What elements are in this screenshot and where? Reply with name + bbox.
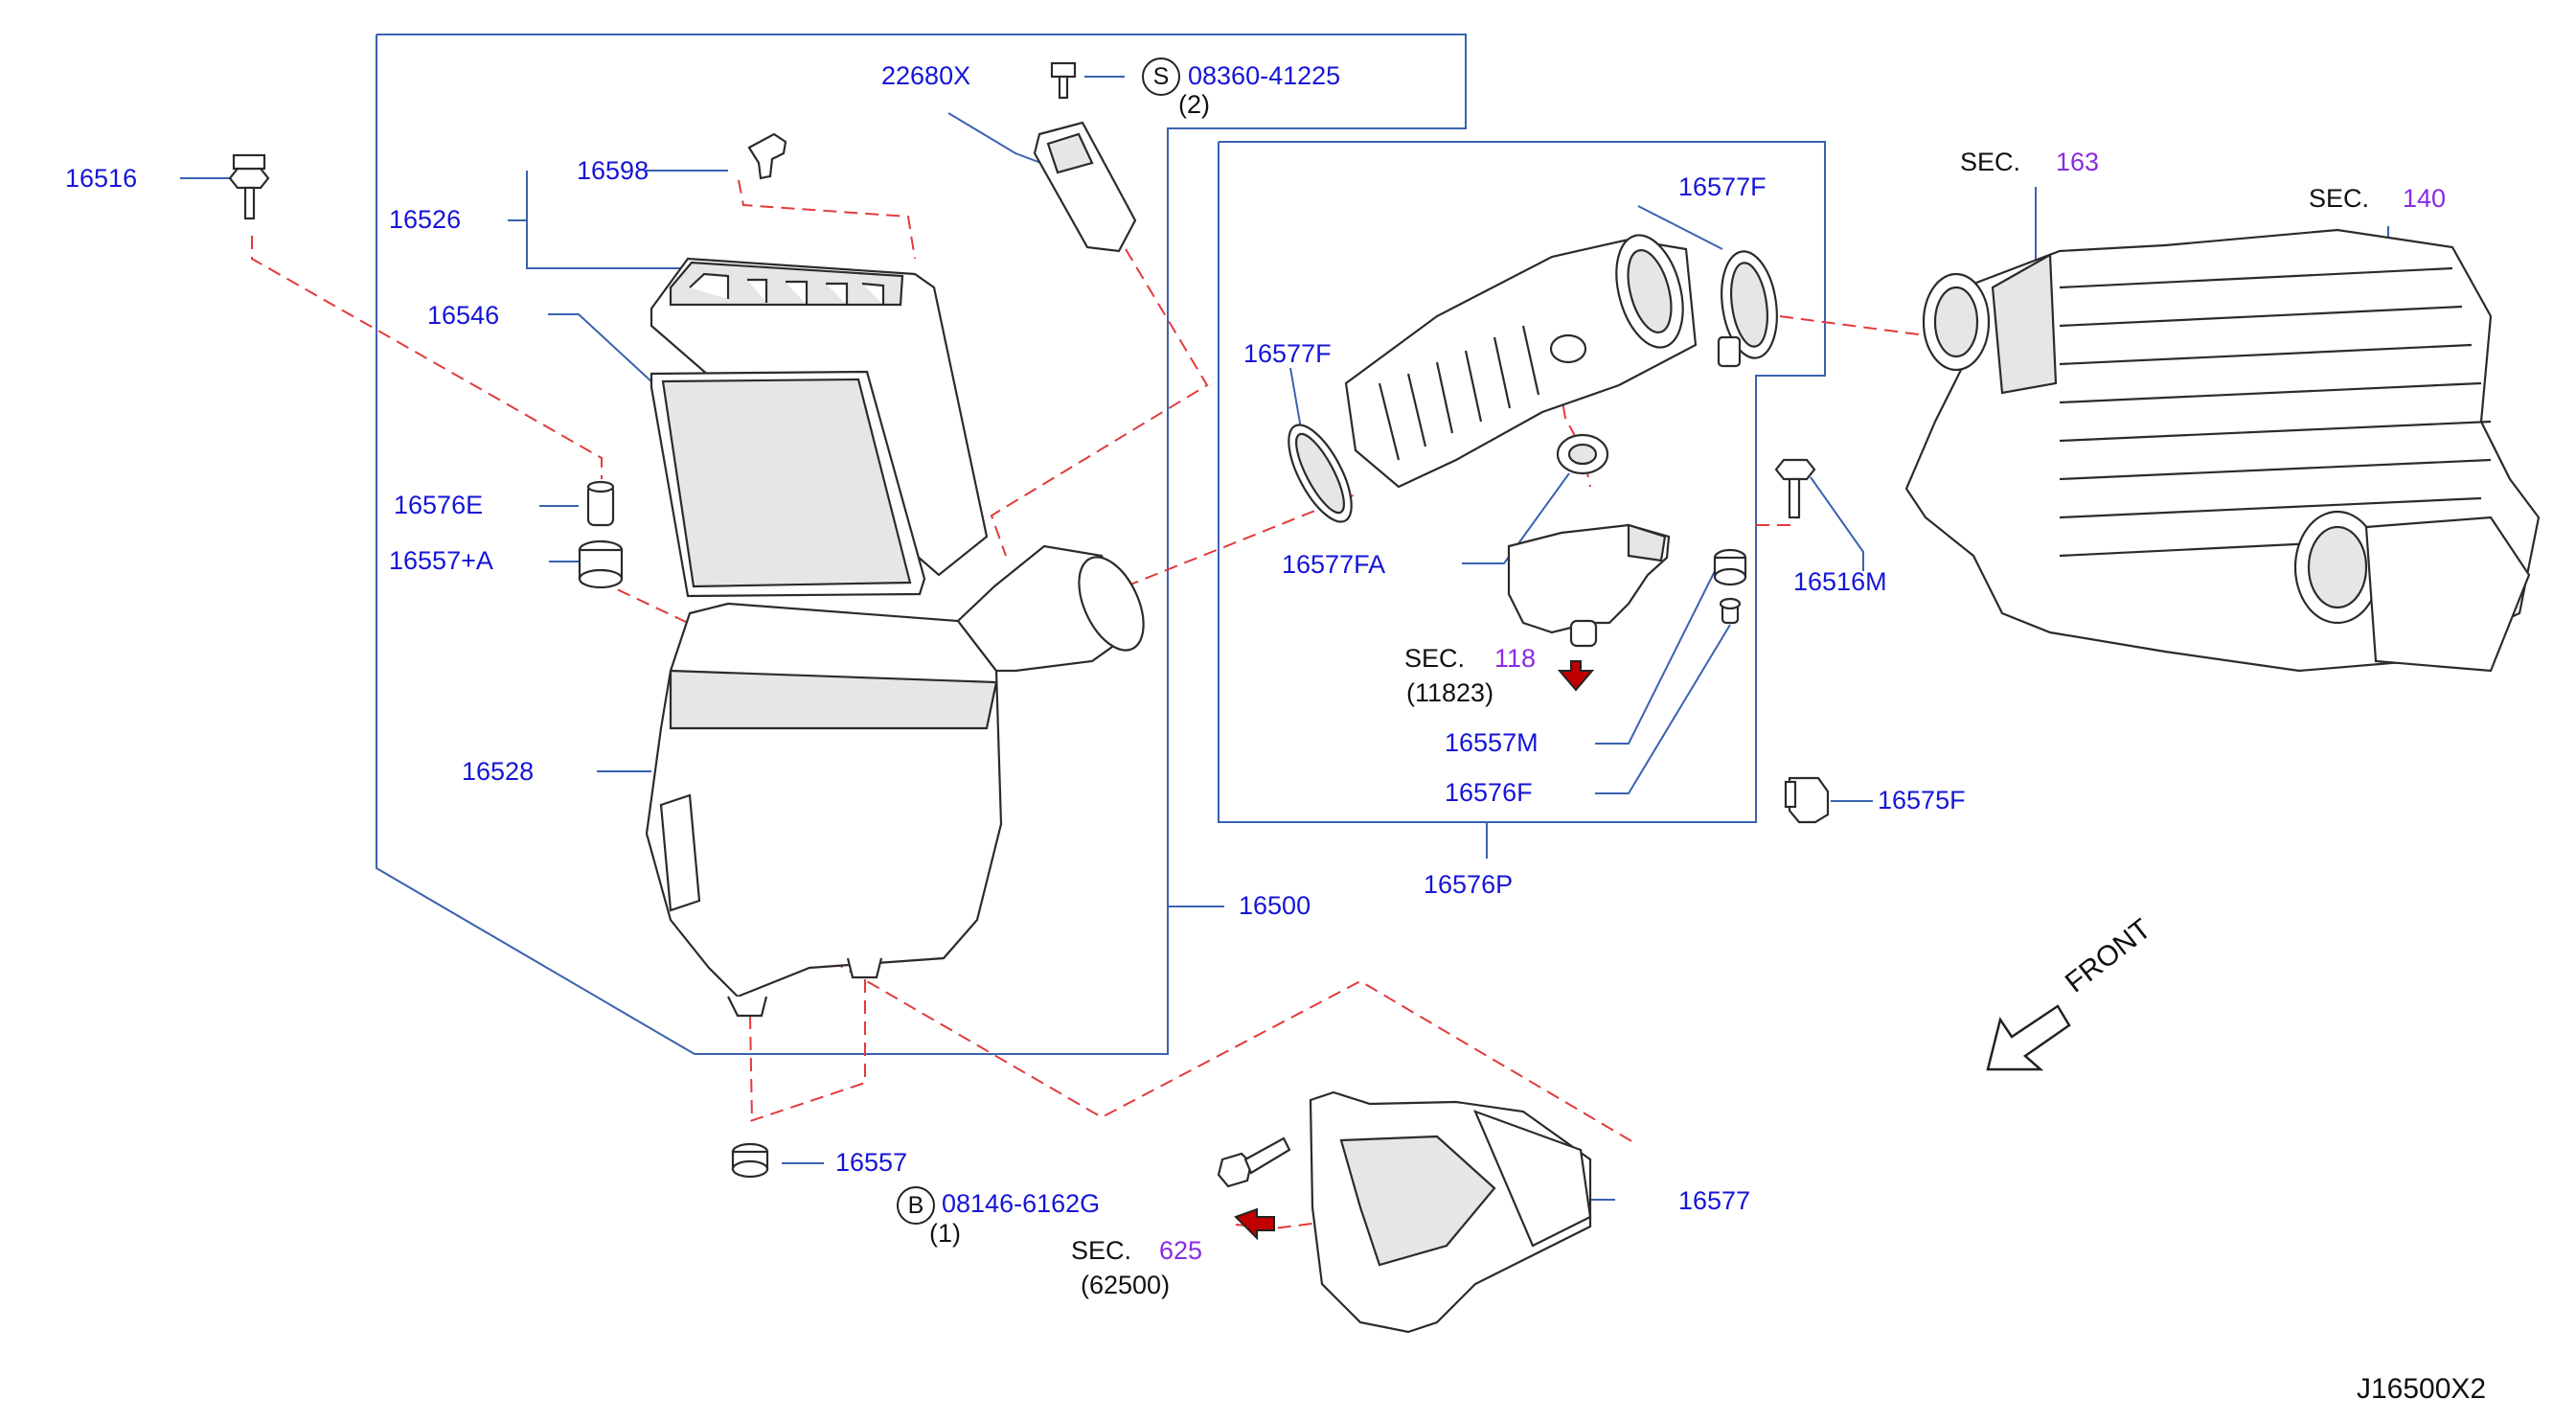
sec625-arrow [1234,1207,1275,1241]
clamp-16577FA-drawing [1556,433,1609,475]
section-label-625: SEC. [1071,1236,1132,1265]
diagram-id: J16500X2 [2357,1373,2487,1405]
front-arrow [1986,1004,2071,1071]
bolt-16516-drawing [228,153,270,220]
part-label-bolt-b[interactable]: 08146-6162G [942,1189,1101,1218]
part-label-16546[interactable]: 16546 [427,301,500,330]
section-number-625[interactable]: 625 [1159,1236,1203,1265]
part-label-16576E[interactable]: 16576E [394,491,484,519]
resonator-drawing [1507,523,1671,648]
section-label-163: SEC. [1960,148,2021,176]
section-number-163[interactable]: 163 [2056,148,2100,176]
grommet-16557-drawing [731,1142,769,1179]
intake-hose-drawing [1344,234,1698,489]
grommet-16576E-drawing [586,480,615,527]
part-label-16576P[interactable]: 16576P [1424,870,1514,899]
part-label-16575F[interactable]: 16575F [1878,786,1966,814]
part-label-16557M[interactable]: 16557M [1445,728,1539,757]
part-label-16516[interactable]: 16516 [65,164,138,193]
part-label-16526[interactable]: 16526 [389,205,462,234]
part-label-16598[interactable]: 16598 [577,156,650,185]
sec118-arrow [1557,660,1595,692]
clip-16598-drawing [747,132,787,180]
resonator-group-box [1218,141,1826,823]
air-cleaner-body-drawing [645,544,1145,1018]
clip-16575F-drawing [1784,776,1830,824]
part-label-16528[interactable]: 16528 [462,757,535,786]
grommet-16557A-drawing [578,539,624,589]
bolt-b-drawing [1217,1136,1291,1188]
clamp-16577F-top-drawing [1717,250,1778,368]
screw-s-drawing [1050,61,1077,100]
part-label-16577FA[interactable]: 16577FA [1282,550,1386,579]
section-sub-62500: (62500) [1081,1271,1171,1299]
part-label-16516M[interactable]: 16516M [1793,567,1887,596]
part-label-screw-s[interactable]: 08360-41225 [1188,61,1341,90]
part-label-16557A[interactable]: 16557+A [389,546,493,575]
b-symbol: B [897,1186,935,1225]
part-label-16577[interactable]: 16577 [1678,1186,1751,1215]
maf-sensor-drawing [1033,121,1137,253]
part-label-16577F-top[interactable]: 16577F [1678,172,1767,201]
section-label-118: SEC. [1404,644,1466,673]
air-cleaner-group-box [376,34,1467,1055]
part-label-16576F[interactable]: 16576F [1445,778,1533,807]
clamp-16577F-left-drawing [1288,424,1353,523]
part-label-16557[interactable]: 16557 [835,1148,908,1177]
section-number-140[interactable]: 140 [2403,184,2447,213]
intake-manifold-drawing [1904,228,2541,673]
bolt-16516M-drawing [1774,458,1816,519]
bolt-b-quantity: (1) [929,1219,961,1248]
air-filter-element-drawing [650,370,926,598]
grommet-16576F-drawing [1719,597,1742,625]
section-number-118[interactable]: 118 [1494,644,1537,673]
part-label-16577F-left[interactable]: 16577F [1243,339,1332,368]
s-symbol: S [1142,57,1180,96]
part-label-16500[interactable]: 16500 [1239,891,1311,920]
grommet-16557M-drawing [1713,548,1747,586]
section-label-140: SEC. [2309,184,2370,213]
air-duct-16577-drawing [1309,1090,1592,1334]
section-sub-11823: (11823) [1406,678,1494,707]
part-label-22680X[interactable]: 22680X [881,61,971,90]
screw-s-quantity: (2) [1178,90,1210,119]
